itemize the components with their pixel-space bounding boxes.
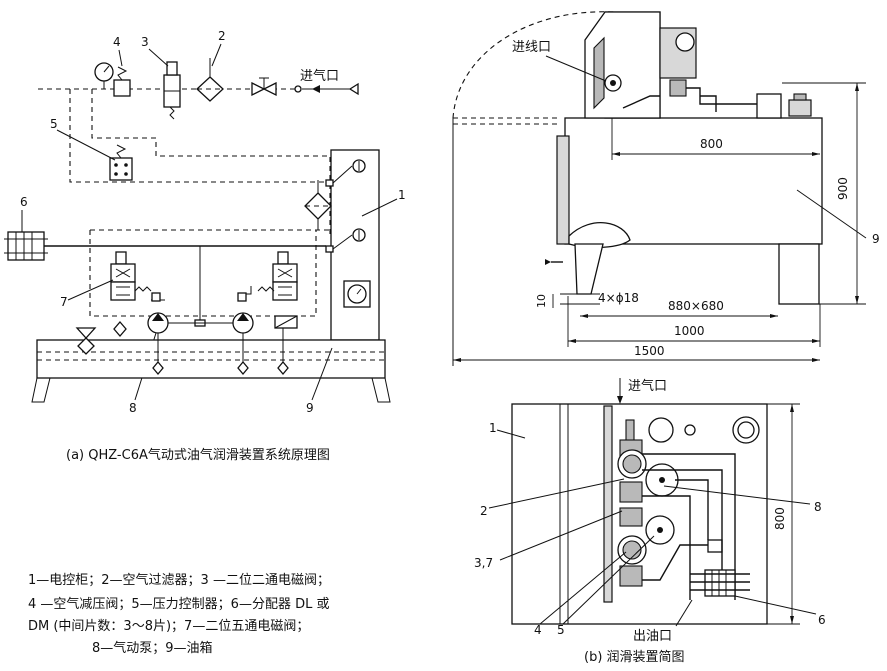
- air-inlet-label-a: 进气口: [300, 68, 339, 84]
- label-2-top: 2: [480, 504, 488, 518]
- dim-880x680: 880×680: [668, 299, 724, 313]
- legend-line-3: DM (中间片数：3～8片)；7—二位五通电磁阀；: [28, 619, 310, 634]
- pressure-controller-5: [109, 157, 133, 181]
- dim-1000: 1000: [674, 324, 705, 338]
- schematic-a: 进气口 2 3 4 5: [4, 29, 406, 463]
- label-6-top: 6: [818, 613, 826, 627]
- oil-tank-9: [36, 339, 386, 379]
- legend-line-2: 4 —空气减压阀；5—压力控制器；6—分配器 DL 或: [28, 597, 330, 612]
- label-9: 9: [306, 401, 314, 415]
- label-3: 3: [141, 35, 149, 49]
- label-7: 7: [60, 295, 68, 309]
- oil-outlet-label: 出油口: [633, 629, 672, 644]
- legend-line-4: 8—气动泵；9—油箱: [92, 641, 213, 656]
- dim-1500: 1500: [634, 344, 665, 358]
- dim-900: 900: [836, 177, 850, 200]
- dim-800-side: 800: [700, 137, 723, 151]
- label-4-top: 4: [534, 623, 542, 637]
- solenoid-valve-7-right: [257, 251, 298, 301]
- air-inlet-label-b: 进气口: [628, 378, 667, 394]
- distributor-6: [7, 231, 45, 261]
- air-inlet-arrow: [312, 85, 320, 93]
- cable-inlet-label: 进线口: [512, 40, 551, 55]
- legend-line-1: 1—电控柜；2—空气过滤器；3 —二位二通电磁阀；: [28, 573, 330, 588]
- door-swing-arc: [452, 11, 615, 119]
- label-4: 4: [113, 35, 121, 49]
- dim-800-top: 800: [773, 507, 787, 530]
- solenoid-valve-7-left: [110, 251, 152, 301]
- label-8: 8: [129, 401, 137, 415]
- dim-10: 10: [535, 294, 548, 308]
- side-view-b: 进线口 800 900 9 10 4×ϕ18 880×680 1000: [452, 11, 880, 366]
- caption-a: (a) QHZ-C6A气动式油气润滑装置系统原理图: [66, 447, 330, 463]
- label-8-top: 8: [814, 500, 822, 514]
- top-view-b: 进气口 8: [474, 378, 826, 665]
- label-37-top: 3,7: [474, 556, 493, 570]
- label-1-top: 1: [489, 421, 497, 435]
- label-2: 2: [218, 29, 226, 43]
- label-9-side: 9: [872, 232, 880, 246]
- caption-b: (b) 润滑装置简图: [584, 649, 685, 665]
- reducer-valve-4: [113, 79, 131, 97]
- label-1: 1: [398, 188, 406, 202]
- label-6: 6: [20, 195, 28, 209]
- label-5: 5: [50, 117, 58, 131]
- dim-bolt: 4×ϕ18: [598, 291, 639, 305]
- label-5-top: 5: [557, 623, 565, 637]
